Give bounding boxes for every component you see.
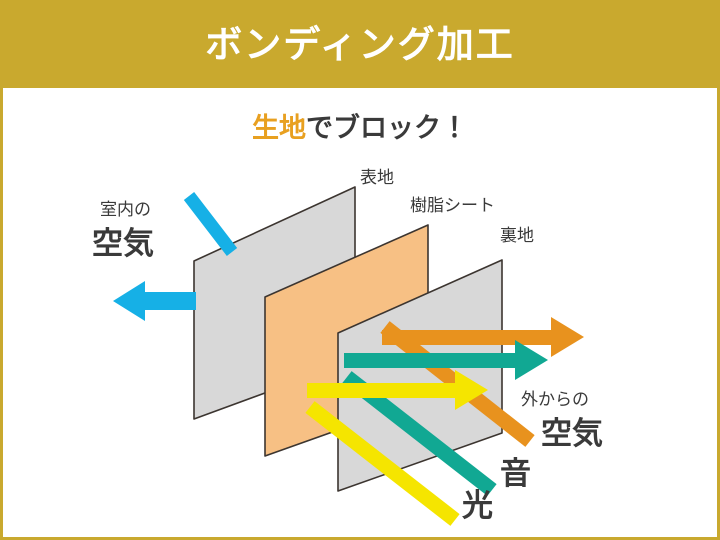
outdoor-air-caption-big: 空気 bbox=[541, 416, 603, 452]
layer-label-lining: 裏地 bbox=[500, 226, 534, 246]
subtitle-rest: でブロック！ bbox=[306, 113, 468, 144]
flow-label-sound: 音 bbox=[500, 456, 531, 492]
indoor-air-caption-small: 室内の bbox=[100, 200, 151, 220]
title-bar: ボンディング加工 bbox=[0, 0, 720, 88]
layer-label-outer: 表地 bbox=[360, 168, 394, 188]
subtitle: 生地でブロック！ bbox=[0, 115, 720, 142]
flow-label-light: 光 bbox=[462, 488, 493, 524]
content-frame bbox=[0, 88, 720, 540]
outdoor-air-caption-small: 外からの bbox=[521, 390, 589, 410]
subtitle-highlight: 生地 bbox=[252, 113, 306, 144]
indoor-air-caption-big: 空気 bbox=[92, 226, 154, 262]
layer-label-resin: 樹脂シート bbox=[410, 196, 495, 216]
page-title: ボンディング加工 bbox=[205, 22, 515, 66]
